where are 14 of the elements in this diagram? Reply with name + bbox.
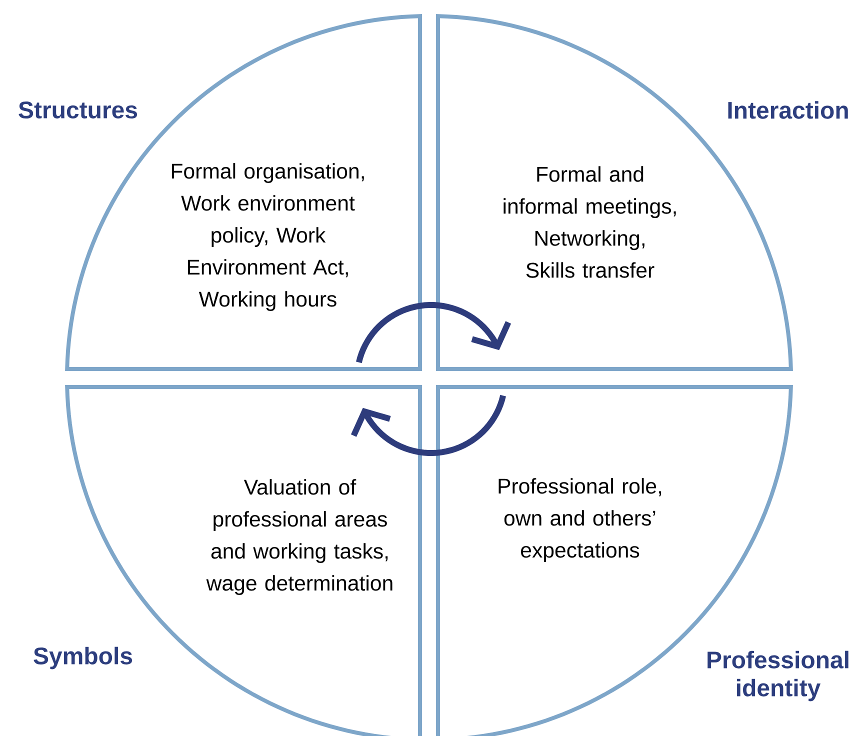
cycle-arrow (350, 394, 506, 456)
quadrant-text: Formal and informal meetings, Networking, Skills transfer (504, 166, 676, 278)
quadrant-heading: Structures (18, 102, 138, 118)
quadrant-panel (34, 385, 422, 736)
quadrant-heading: Symbols (34, 646, 132, 670)
quadrant-panel (436, 385, 848, 736)
quadrant-text: Professional role, own and others’ expectations (498, 478, 662, 562)
cycle-arrow (356, 302, 512, 364)
quadrant-text: Valuation of professional areas and working tasks, wage determination (206, 479, 392, 595)
quadrant-heading: Professional identity (708, 650, 848, 702)
quadrant-heading: Interaction (728, 101, 848, 119)
quadrant-text: Formal organisation, Work environment policy, Work Environment Act, Working hours (172, 163, 364, 311)
quadrant-panel (18, 14, 422, 371)
quadrant-panel (436, 14, 848, 371)
